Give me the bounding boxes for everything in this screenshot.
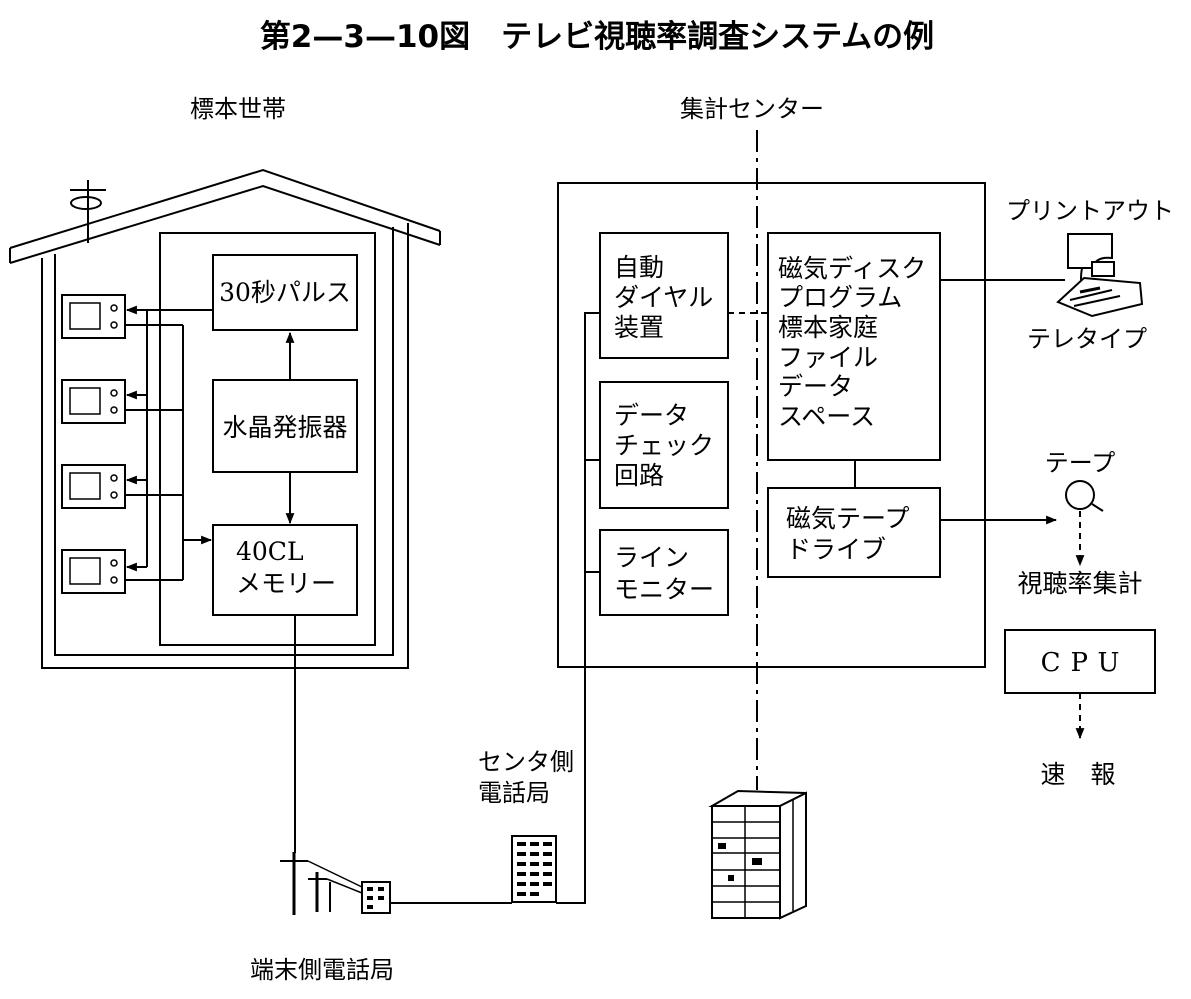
data-check-line-3: 回路: [614, 461, 664, 490]
center-exchange-line-2: 電話局: [478, 779, 550, 807]
household-label: 標本世帯: [190, 95, 286, 123]
tape-drive-line-2: ドライブ: [786, 535, 886, 564]
teletype-label: テレタイプ: [1027, 325, 1147, 353]
auto-dial-line-2: ダイヤル: [614, 283, 713, 312]
center-exchange-line-1: センタ側: [478, 748, 574, 776]
exchange-to-center-line: [556, 313, 600, 903]
tv-to-memory-wiring: [125, 325, 211, 580]
terminal-exchange-label: 端末側電話局: [250, 956, 394, 984]
memory-box-line-1: 40CL: [236, 537, 304, 566]
cpu-label: CPU: [1041, 648, 1130, 678]
bulletin-label: 速 報: [1040, 760, 1115, 789]
disk-line-3: 標本家庭: [778, 313, 878, 342]
auto-dial-line-1: 自動: [614, 253, 664, 282]
disk-line-2: プログラム: [778, 283, 902, 312]
tv-set-4: [62, 550, 125, 593]
data-check-line-1: データ: [614, 401, 689, 430]
telephone-pole-icon: [280, 852, 362, 915]
disk-line-1: 磁気ディスク: [778, 254, 926, 283]
data-check-line-2: チェック: [614, 431, 714, 460]
line-monitor-line-2: モニター: [614, 575, 714, 604]
disk-line-5: データ: [778, 372, 853, 401]
tape-drive-line-1: 磁気テープ: [786, 504, 910, 533]
center-label: 集計センター: [680, 95, 824, 123]
line-monitor-line-1: ライン: [614, 543, 689, 572]
figure-title: 第2—3—10図 テレビ視聴率調査システムの例: [260, 19, 934, 55]
terminal-exchange-building-icon: [362, 882, 390, 913]
printout-label: プリントアウト: [1006, 197, 1174, 225]
tape-reel-icon: [1066, 481, 1103, 511]
auto-dial-line-3: 装置: [614, 313, 664, 342]
pulse-box-label: 30秒パルス: [219, 278, 351, 307]
tv-set-1: [62, 295, 125, 338]
antenna-icon: [70, 180, 106, 243]
tv-set-2: [62, 380, 125, 423]
computer-rack-icon: [712, 791, 806, 918]
pulse-wiring: [127, 310, 213, 567]
memory-box-line-2: メモリー: [236, 569, 336, 598]
disk-line-4: ファイル: [778, 343, 878, 372]
tape-label: テープ: [1045, 449, 1116, 477]
teletype-icon: [1058, 234, 1142, 316]
disk-line-6: スペース: [778, 402, 875, 431]
center-exchange-building-icon: [512, 836, 556, 902]
tv-set-3: [62, 465, 125, 508]
oscillator-box-label: 水晶発振器: [222, 413, 347, 442]
aggregation-label: 視聴率集計: [1017, 569, 1142, 598]
